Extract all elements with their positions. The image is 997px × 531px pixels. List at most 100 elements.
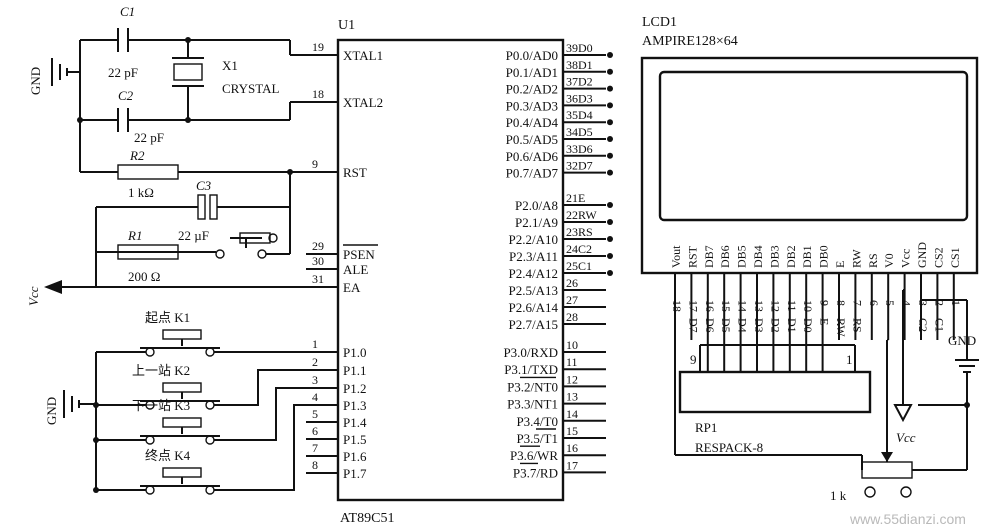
key-label-1: 起点 K1 [145, 310, 190, 325]
lcd-pin-num-12: 12 [768, 300, 782, 312]
net-dot-21 [607, 202, 613, 208]
key-contact-a-1 [145, 347, 155, 357]
mcu-pin-num-15: 15 [566, 424, 578, 438]
mcu-pin-name-27: P2.6/A14 [509, 300, 559, 315]
mcu-pin-num-26: 26 [566, 276, 578, 290]
mcu-pin-name-p1.0: P1.0 [343, 345, 366, 360]
lcd-pin-num-2: 2 [932, 300, 946, 306]
mcu-pin-name-rst: RST [343, 165, 367, 180]
mcu-pin-name-17: P3.7/RD [513, 465, 558, 480]
key-cap-2 [162, 382, 202, 393]
lcd-pins: Vout18RST17D7DB716D6DB615D5DB514D4DB413D… [669, 242, 967, 470]
watermark: www.55dianzi.com [849, 511, 966, 527]
lcd-pin-num-11: 11 [785, 300, 799, 312]
lcd-pin-num-7: 7 [850, 300, 864, 306]
mcu-pin-name-34: P0.5/AD5 [506, 132, 558, 147]
mcu-pin-name-28: P2.7/A15 [509, 317, 558, 332]
lcd-net-17: D7 [686, 318, 700, 333]
lcd-pin-num-8: 8 [834, 300, 848, 306]
lcd-pin-num-10: 10 [801, 300, 815, 312]
respack-pin-left: 9 [690, 352, 697, 367]
net-dot-37 [607, 85, 613, 92]
net-dot-24 [607, 253, 613, 259]
lcd-net-7: RS [850, 318, 864, 333]
lcd-net-14: D4 [736, 318, 750, 333]
key-2: 上一站 K2 [93, 363, 306, 410]
net-dot-36 [607, 102, 613, 109]
lcd-net-12: D2 [768, 318, 782, 333]
lcd-pin-name-8: E [833, 261, 847, 268]
lcd-pin-num-6: 6 [867, 300, 881, 306]
respack-pin-right: 1 [846, 352, 853, 367]
lcd-pin-name-4: Vcc [899, 249, 913, 268]
mcu-pin-name-38: P0.1/AD1 [506, 65, 558, 80]
lcd-pin-num-5: 5 [883, 300, 897, 306]
vcc-arrow-left [44, 280, 62, 294]
net-dot-34 [607, 136, 613, 142]
mcu-pin-num-39: 39D0 [566, 41, 593, 55]
lcd-pin-name-7: RW [849, 249, 863, 268]
mcu-pin-num-27: 27 [566, 293, 578, 307]
lcd-net-11: D1 [785, 318, 799, 333]
mcu-pin-name-21: P2.0/A8 [515, 198, 558, 213]
lcd-pin-name-17: RST [685, 245, 699, 268]
lcd-pin-name-15: DB6 [718, 245, 732, 268]
key-gnd-dot-2 [93, 402, 99, 408]
key-wire-pin-3 [214, 387, 306, 441]
mcu-pin-name-39: P0.0/AD0 [506, 48, 558, 63]
mcu-pin-name-13: P3.3/NT1 [507, 397, 558, 412]
lcd-pin-name-16: DB7 [702, 245, 716, 268]
vcc-arrow-down [893, 404, 913, 423]
mcu-pin-name-37: P0.2/AD2 [506, 82, 558, 97]
lcd-ref: LCD1 [642, 15, 677, 30]
lcd-pin-name-9: DB0 [817, 245, 831, 268]
r2-ref: R2 [129, 148, 145, 163]
mcu-pin-num-33: 33D6 [566, 142, 593, 156]
key-label-3: 下一站 K3 [132, 398, 190, 413]
mcu-pin-name-26: P2.5/A13 [509, 283, 558, 298]
mcu-pin-num-28: 28 [566, 310, 578, 324]
gnd-label-top: GND [28, 67, 43, 95]
mcu-pin-name-p1.2: P1.2 [343, 381, 366, 396]
lcd-pin-num-17: 17 [686, 300, 700, 312]
key-contact-b-3 [205, 435, 215, 445]
lcd-pin-name-13: DB4 [751, 245, 765, 268]
respack-body [678, 370, 872, 414]
net-dot-39 [607, 52, 613, 58]
crystal-ref: X1 [222, 58, 238, 73]
key-wire-pin-4 [214, 404, 306, 491]
lcd-pin-num-14: 14 [736, 300, 750, 312]
mcu-pin-name-p1.7: P1.7 [343, 466, 367, 481]
mcu-pin-num-2: 2 [312, 355, 318, 369]
lcd-pin-num-13: 13 [752, 300, 766, 312]
mcu-pin-num-35: 35D4 [566, 108, 593, 122]
mcu-pin-name-psen: PSEN [343, 247, 375, 262]
key-wire-pin-2 [214, 369, 306, 406]
mcu-pin-name-14: P3.4/T0 [516, 414, 558, 429]
mcu-pin-name-p1.3: P1.3 [343, 398, 366, 413]
key-contact-a-4 [145, 485, 155, 495]
mcu-pin-num-37: 37D2 [566, 75, 593, 89]
reset-circuit: R2 1 kΩ C3 22 µF R1 200 Ω Vcc [26, 148, 338, 306]
respack-and-pot: 9 1 RP1 RESPACK-8 Vcc GND 1 k [678, 290, 979, 503]
mcu-pin-num-29: 29 [312, 239, 324, 253]
respack-type: RESPACK-8 [695, 440, 763, 455]
mcu-pin-num-16: 16 [566, 441, 578, 455]
key-contact-b-2 [205, 400, 215, 410]
mcu-pin-name-15: P3.5/T1 [516, 431, 558, 446]
lcd-net-13: D3 [752, 318, 766, 333]
lcd-pin-num-3: 3 [916, 300, 930, 306]
mcu-part: AT89C51 [340, 511, 394, 526]
c2-ref: C2 [118, 88, 134, 103]
lcd-pin-num-16: 16 [703, 300, 717, 312]
mcu-pin-num-11: 11 [566, 355, 578, 369]
lcd-module: LCD1 AMPIRE128×64 Vout18RST17D7DB716D6DB… [640, 15, 979, 470]
lcd-net-15: D5 [719, 318, 733, 333]
potentiometer [861, 461, 913, 479]
vcc-label-left: Vcc [26, 286, 41, 306]
mcu-pin-num-5: 5 [312, 407, 318, 421]
mcu-pin-num-10: 10 [566, 338, 578, 352]
